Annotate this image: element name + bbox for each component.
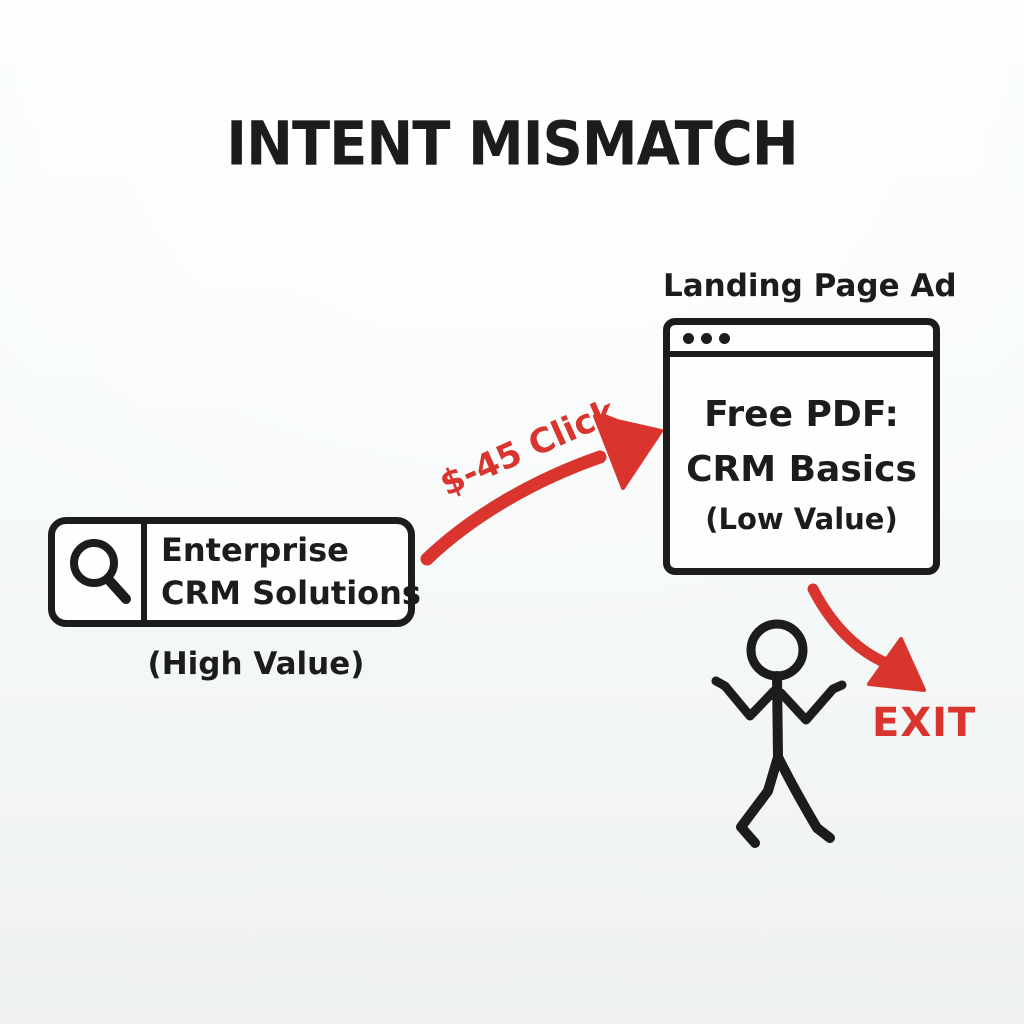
window-control-dot — [683, 332, 694, 344]
landing-page-header: Landing Page Ad — [663, 268, 957, 304]
search-query-line1: Enterprise — [161, 530, 349, 569]
search-query-line2: CRM Solutions — [161, 574, 421, 612]
browser-titlebar — [670, 325, 933, 357]
shrugging-stick-figure — [711, 619, 847, 848]
browser-content: Free PDF: CRM Basics (Low Value) — [670, 357, 933, 568]
search-box: Enterprise CRM Solutions — [48, 517, 421, 627]
search-icon-cell — [55, 524, 147, 620]
window-control-dot — [719, 332, 730, 344]
magnifier-icon — [70, 539, 131, 604]
low-value-label: (Low Value) — [705, 501, 898, 536]
search-query: Enterprise CRM Solutions — [147, 524, 421, 620]
page-title: INTENT MISMATCH — [226, 109, 799, 180]
offer-line1: Free PDF: — [704, 394, 899, 436]
exit-arrow — [807, 583, 926, 692]
click-cost-label: $-45 Click — [434, 391, 622, 505]
browser-window: Free PDF: CRM Basics (Low Value) — [663, 318, 940, 575]
offer-line2: CRM Basics — [686, 448, 917, 490]
window-control-dot — [701, 332, 712, 344]
high-value-label: (High Value) — [147, 646, 365, 682]
exit-label: EXIT — [872, 700, 977, 746]
